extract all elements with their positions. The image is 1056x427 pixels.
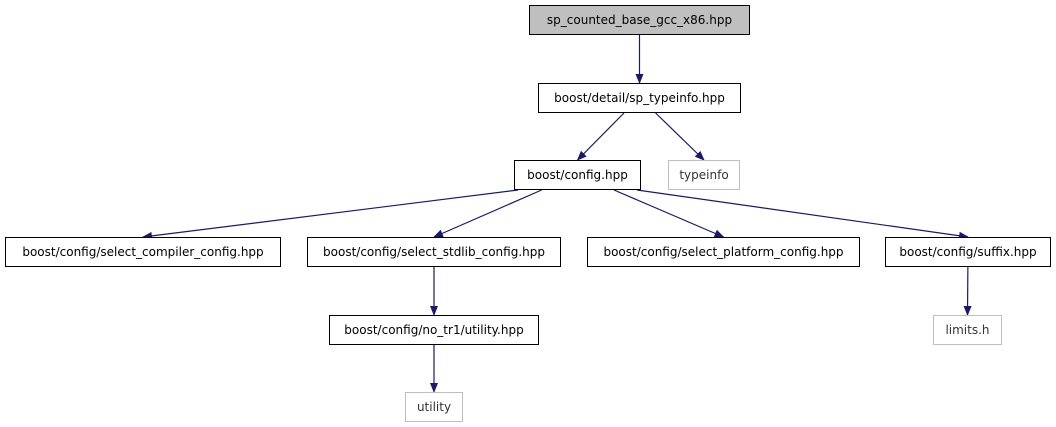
- root-node[interactable]: sp_counted_base_gcc_x86.hpp: [529, 5, 750, 35]
- node-utility[interactable]: utility: [405, 392, 463, 422]
- node-label-config: boost/config.hpp: [527, 168, 628, 182]
- node-suffix[interactable]: boost/config/suffix.hpp: [885, 237, 1051, 267]
- node-label-utility: utility: [416, 400, 452, 414]
- node-label-select-platform-config: boost/config/select_platform_config.hpp: [603, 245, 844, 259]
- node-sp-typeinfo[interactable]: boost/detail/sp_typeinfo.hpp: [538, 83, 741, 113]
- node-select-stdlib-config[interactable]: boost/config/select_stdlib_config.hpp: [307, 237, 561, 267]
- edge-config-to-select_stdlib: [433, 189, 542, 238]
- node-label-no-tr1-utility: boost/config/no_tr1/utility.hpp: [344, 323, 524, 337]
- node-label-select-compiler-config: boost/config/select_compiler_config.hpp: [22, 245, 264, 259]
- node-label-sp-typeinfo: boost/detail/sp_typeinfo.hpp: [554, 91, 725, 105]
- node-select-compiler-config[interactable]: boost/config/select_compiler_config.hpp: [5, 237, 281, 267]
- node-typeinfo[interactable]: typeinfo: [668, 160, 740, 190]
- node-label-suffix: boost/config/suffix.hpp: [899, 245, 1037, 259]
- node-label-select-stdlib-config: boost/config/select_stdlib_config.hpp: [323, 245, 545, 259]
- node-limits-h[interactable]: limits.h: [933, 315, 1002, 345]
- edge-sp_typeinfo-to-config: [576, 112, 625, 161]
- edge-config-to-select_compiler: [142, 189, 519, 240]
- node-select-platform-config[interactable]: boost/config/select_platform_config.hpp: [587, 237, 860, 267]
- node-label-typeinfo: typeinfo: [679, 168, 729, 182]
- node-label-limits-h: limits.h: [945, 323, 990, 337]
- edge-config-to-select_platform: [613, 189, 725, 238]
- node-no-tr1-utility[interactable]: boost/config/no_tr1/utility.hpp: [329, 315, 539, 345]
- edge-config-to-suffix: [636, 189, 969, 240]
- edge-sp_typeinfo-to-typeinfo: [655, 112, 705, 161]
- node-config[interactable]: boost/config.hpp: [514, 160, 641, 190]
- node-label-root: sp_counted_base_gcc_x86.hpp: [546, 13, 733, 27]
